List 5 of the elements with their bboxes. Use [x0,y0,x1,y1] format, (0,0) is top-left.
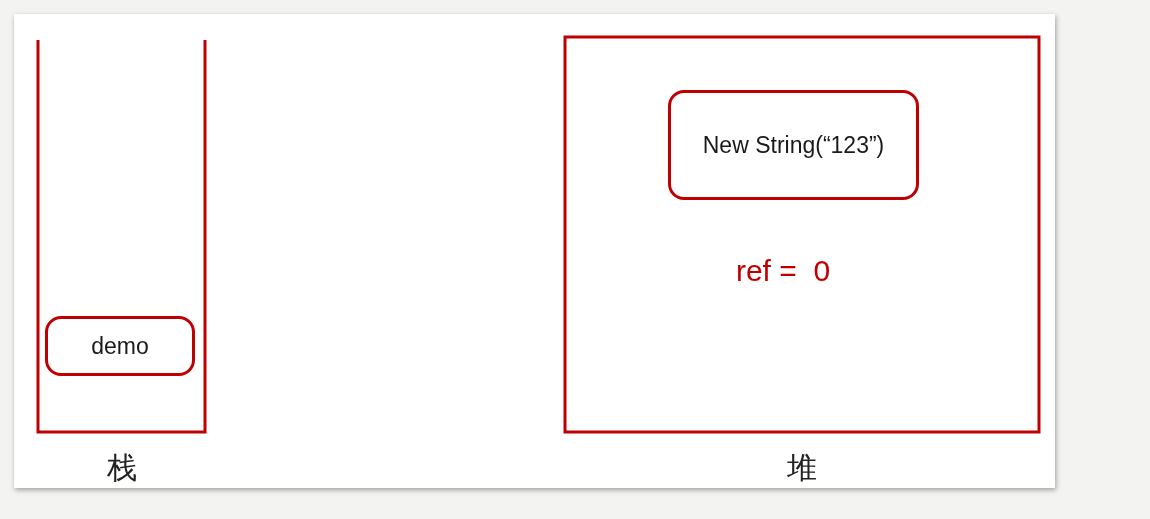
counter-text: ref = 0 [734,254,832,288]
variable-box: demo [45,316,195,376]
area-heading: 栈 [105,449,138,487]
area-heading: 堆 [786,449,818,487]
object-box: New String(“123”) [668,90,919,200]
